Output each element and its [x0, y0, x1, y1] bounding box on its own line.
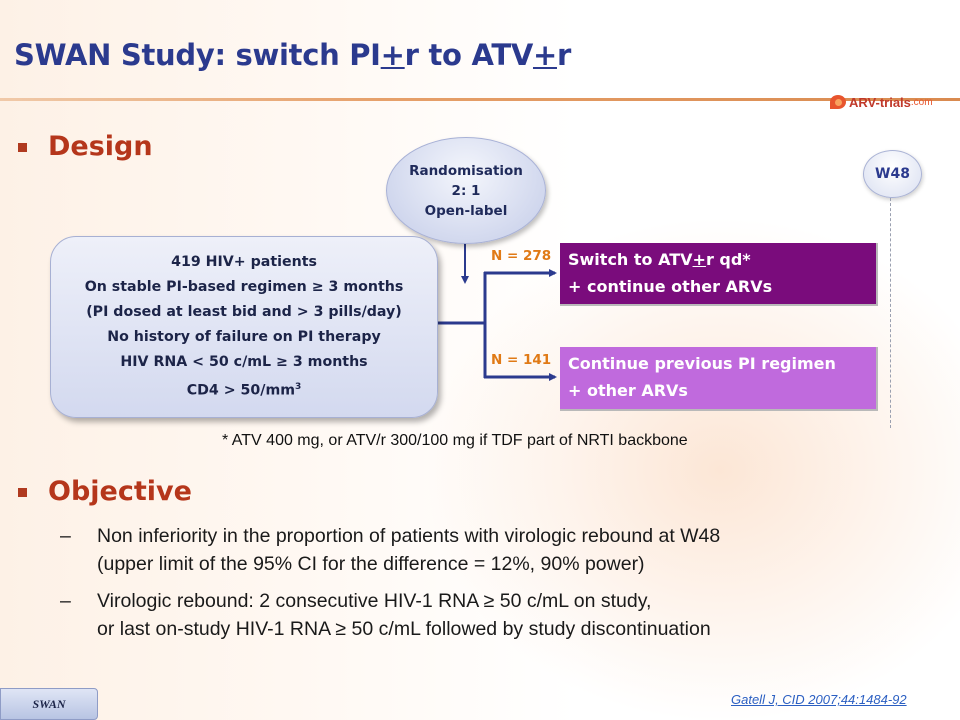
arm1-n-label: N = 278: [491, 248, 552, 264]
criteria-line: 419 HIV+ patients: [171, 254, 317, 271]
title-divider: [0, 98, 960, 101]
w48-timepoint-bubble: W48: [863, 150, 922, 198]
w48-timeline: [890, 198, 891, 428]
arm2-n-label: N = 141: [491, 352, 552, 368]
design-heading: Design: [48, 131, 153, 162]
arm-switch-atv: Switch to ATV+r qd* + continue other ARV…: [560, 243, 876, 304]
randomisation-bubble: Randomisation 2: 1 Open-label: [386, 137, 546, 244]
criteria-line: CD4 > 50/mm3: [186, 382, 302, 399]
arm1-shadow: [560, 304, 878, 306]
randomisation-ratio: 2: 1: [451, 182, 481, 199]
criteria-line: On stable PI-based regimen ≥ 3 months: [84, 279, 404, 296]
arm2-line1: Continue previous PI regimen: [568, 354, 836, 373]
criteria-line: HIV RNA < 50 c/mL ≥ 3 months: [120, 354, 368, 371]
patient-criteria-box: 419 HIV+ patients On stable PI-based reg…: [50, 236, 438, 418]
logo-mark-icon: [830, 95, 846, 109]
arm1-line1: Switch to ATV+r qd*: [568, 250, 751, 269]
study-tag: SWAN: [0, 688, 98, 720]
arm2-shadow: [876, 347, 878, 411]
dosing-footnote: * ATV 400 mg, or ATV/r 300/100 mg if TDF…: [222, 432, 688, 449]
randomisation-line: Randomisation: [409, 162, 523, 179]
reference-link[interactable]: Gatell J, CID 2007;44:1484-92: [731, 692, 907, 707]
arv-trials-logo: ARV-trials.com: [830, 93, 933, 111]
objective-item: – Non inferiority in the proportion of p…: [60, 525, 721, 575]
slide-title: SWAN Study: switch PI+r to ATV+r: [14, 38, 571, 72]
objective-heading: Objective: [48, 476, 192, 507]
arm2-line2: + other ARVs: [568, 381, 688, 400]
randomisation-type: Open-label: [424, 202, 508, 219]
arm1-shadow: [876, 243, 878, 306]
arm2-shadow: [560, 409, 878, 411]
arm-continue-pi: Continue previous PI regimen + other ARV…: [560, 347, 876, 409]
arm1-line2: + continue other ARVs: [568, 277, 773, 296]
criteria-line: No history of failure on PI therapy: [107, 329, 381, 346]
square-bullet-icon: [18, 488, 27, 497]
objective-item: – Virologic rebound: 2 consecutive HIV-1…: [60, 590, 711, 640]
criteria-line: (PI dosed at least bid and > 3 pills/day…: [86, 304, 402, 321]
square-bullet-icon: [18, 143, 27, 152]
